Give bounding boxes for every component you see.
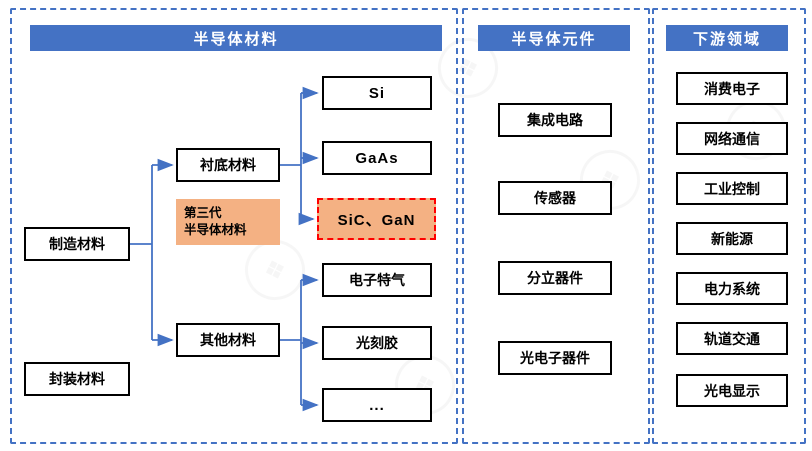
components-panel-header: 半导体元件 [478, 25, 630, 51]
node-power-systems: 电力系统 [676, 272, 788, 305]
node-sic-gan-highlight: SiC、GaN [317, 198, 436, 240]
node-photoresist: 光刻胶 [322, 326, 432, 360]
node-substrate-materials: 衬底材料 [176, 148, 280, 182]
node-optoelectronic-display: 光电显示 [676, 374, 788, 407]
node-third-gen-label: 第三代 半导体材料 [176, 199, 280, 245]
node-si: Si [322, 76, 432, 110]
node-sensors: 传感器 [498, 181, 612, 215]
materials-panel-header: 半导体材料 [30, 25, 442, 51]
node-discrete-devices: 分立器件 [498, 261, 612, 295]
node-other-materials: 其他材料 [176, 323, 280, 357]
node-electronic-gases: 电子特气 [322, 263, 432, 297]
node-optoelectronic-devices: 光电子器件 [498, 341, 612, 375]
downstream-panel-header: 下游领域 [666, 25, 788, 51]
downstream-panel-frame [652, 8, 806, 444]
materials-panel-frame [10, 8, 458, 444]
components-panel-frame [462, 8, 650, 444]
node-integrated-circuits: 集成电路 [498, 103, 612, 137]
node-consumer-electronics: 消费电子 [676, 72, 788, 105]
node-network-communications: 网络通信 [676, 122, 788, 155]
node-manufacturing-materials: 制造材料 [24, 227, 130, 261]
node-new-energy: 新能源 [676, 222, 788, 255]
node-rail-transit: 轨道交通 [676, 322, 788, 355]
node-industrial-control: 工业控制 [676, 172, 788, 205]
node-packaging-materials: 封装材料 [24, 362, 130, 396]
node-gaas: GaAs [322, 141, 432, 175]
node-ellipsis: ... [322, 388, 432, 422]
